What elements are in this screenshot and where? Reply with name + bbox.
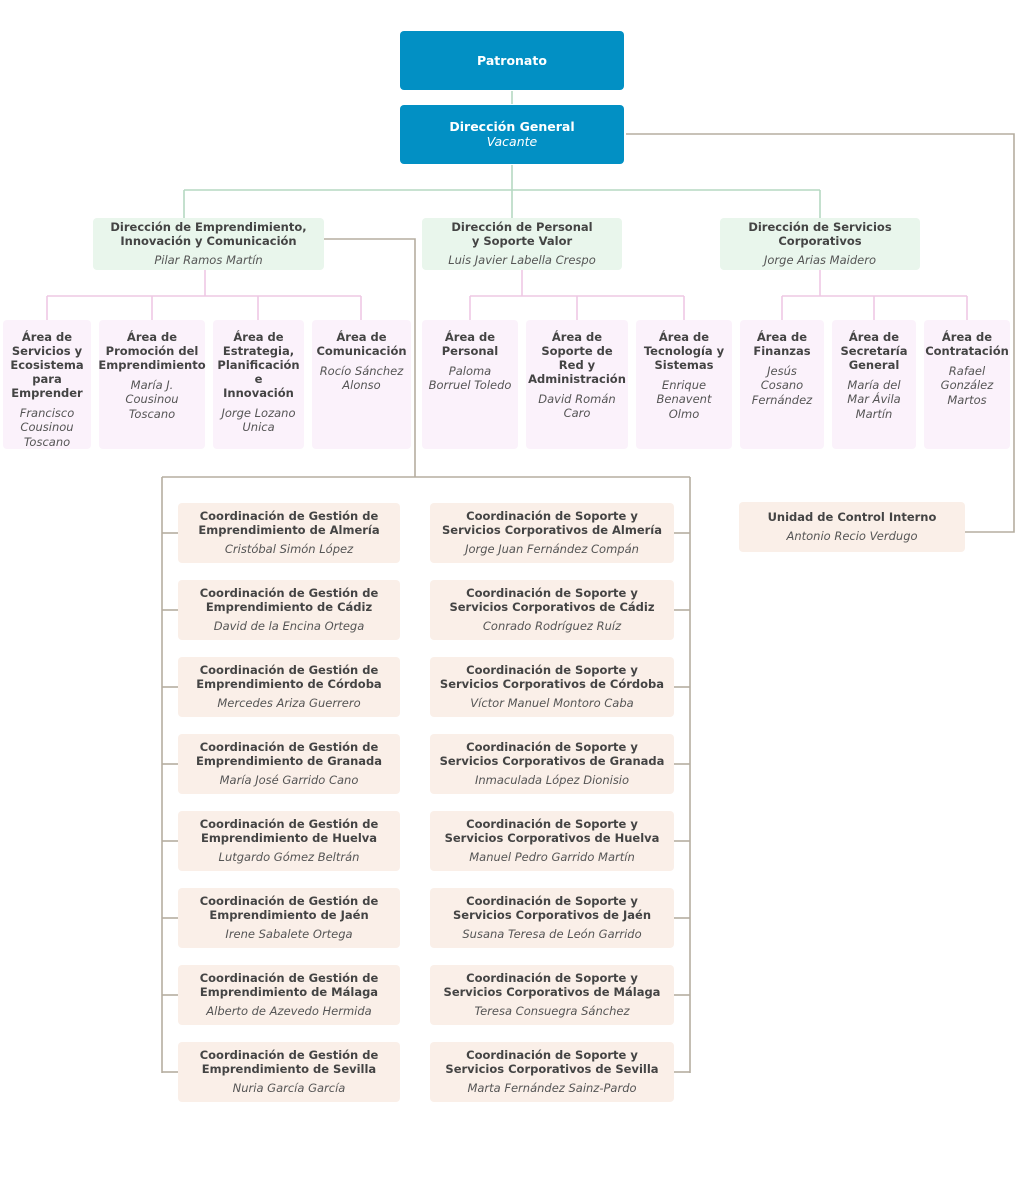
node-person: María J. Cousinou Toscano bbox=[125, 378, 179, 421]
node-person: Jorge Lozano Unica bbox=[221, 406, 296, 435]
node-coordinacion-gestion-huelva[interactable]: Coordinación de Gestión de Emprendimient… bbox=[178, 811, 400, 871]
node-area-soporte-red[interactable]: Área de Soporte de Red y Administración … bbox=[526, 320, 628, 449]
node-title: Coordinación de Soporte y Servicios Corp… bbox=[439, 740, 665, 769]
node-coordinacion-soporte-cordoba[interactable]: Coordinación de Soporte y Servicios Corp… bbox=[430, 657, 674, 717]
node-area-personal[interactable]: Área de Personal Paloma Borruel Toledo bbox=[422, 320, 518, 449]
node-person: David Román Caro bbox=[538, 392, 616, 421]
node-person: María del Mar Ávila Martín bbox=[847, 378, 901, 421]
node-person: Susana Teresa de León Garrido bbox=[462, 927, 642, 942]
node-person: David de la Encina Ortega bbox=[213, 619, 365, 634]
node-title-line1: Dirección de Personal bbox=[451, 220, 593, 235]
node-title: Patronato bbox=[477, 52, 547, 68]
node-title: Área de Finanzas bbox=[753, 330, 811, 359]
node-coordinacion-gestion-cordoba[interactable]: Coordinación de Gestión de Emprendimient… bbox=[178, 657, 400, 717]
node-area-contratacion[interactable]: Área de Contratación Rafael González Mar… bbox=[924, 320, 1010, 449]
node-title: Área de Estrategia, Planificación e Inno… bbox=[217, 330, 300, 401]
node-person: Cristóbal Simón López bbox=[224, 542, 354, 557]
node-coordinacion-soporte-jaen[interactable]: Coordinación de Soporte y Servicios Corp… bbox=[430, 888, 674, 948]
node-coordinacion-gestion-malaga[interactable]: Coordinación de Gestión de Emprendimient… bbox=[178, 965, 400, 1025]
node-person: Luis Javier Labella Crespo bbox=[448, 253, 596, 268]
node-title-line1: Dirección de Servicios bbox=[748, 220, 892, 235]
node-person: Inmaculada López Dionisio bbox=[474, 773, 630, 788]
node-coordinacion-soporte-granada[interactable]: Coordinación de Soporte y Servicios Corp… bbox=[430, 734, 674, 794]
node-person: María José Garrido Cano bbox=[219, 773, 359, 788]
node-direccion-emprendimiento[interactable]: Dirección de Emprendimiento, Innovación … bbox=[93, 218, 324, 270]
node-title: Coordinación de Gestión de Emprendimient… bbox=[199, 894, 379, 923]
node-patronato[interactable]: Patronato bbox=[400, 31, 624, 90]
node-title: Coordinación de Gestión de Emprendimient… bbox=[199, 971, 379, 1000]
node-title: Coordinación de Soporte y Servicios Corp… bbox=[449, 586, 655, 615]
node-title-line1: Dirección de Emprendimiento, bbox=[110, 220, 307, 235]
node-coordinacion-gestion-jaen[interactable]: Coordinación de Gestión de Emprendimient… bbox=[178, 888, 400, 948]
node-coordinacion-soporte-malaga[interactable]: Coordinación de Soporte y Servicios Corp… bbox=[430, 965, 674, 1025]
node-person: Rocío Sánchez Alonso bbox=[319, 364, 404, 393]
node-title: Área de Tecnología y Sistemas bbox=[643, 330, 725, 373]
node-person: Manuel Pedro Garrido Martín bbox=[469, 850, 635, 865]
node-title: Coordinación de Soporte y Servicios Corp… bbox=[452, 894, 652, 923]
node-title: Área de Promoción del Emprendimiento bbox=[98, 330, 206, 373]
node-title: Área de Personal bbox=[441, 330, 499, 359]
node-coordinacion-soporte-almeria[interactable]: Coordinación de Soporte y Servicios Corp… bbox=[430, 503, 674, 563]
node-title: Coordinación de Gestión de Emprendimient… bbox=[196, 663, 382, 692]
node-area-tecnologia-sistemas[interactable]: Área de Tecnología y Sistemas Enrique Be… bbox=[636, 320, 732, 449]
node-person: Jesús Cosano Fernández bbox=[751, 364, 813, 407]
node-coordinacion-gestion-cadiz[interactable]: Coordinación de Gestión de Emprendimient… bbox=[178, 580, 400, 640]
node-person: Conrado Rodríguez Ruíz bbox=[482, 619, 622, 634]
node-title: Dirección General bbox=[449, 119, 575, 135]
node-area-estrategia-planificacion[interactable]: Área de Estrategia, Planificación e Inno… bbox=[213, 320, 304, 449]
node-person: Enrique Benavent Olmo bbox=[656, 378, 712, 421]
node-area-secretaria-general[interactable]: Área de Secretaría General María del Mar… bbox=[832, 320, 916, 449]
node-coordinacion-soporte-cadiz[interactable]: Coordinación de Soporte y Servicios Corp… bbox=[430, 580, 674, 640]
node-title: Área de Servicios y Ecosistema para Empr… bbox=[10, 330, 84, 401]
node-title: Coordinación de Gestión de Emprendimient… bbox=[199, 586, 379, 615]
node-person: Vacante bbox=[486, 134, 538, 150]
node-title: Coordinación de Gestión de Emprendimient… bbox=[199, 817, 379, 846]
node-direccion-personal[interactable]: Dirección de Personal y Soporte Valor Lu… bbox=[422, 218, 622, 270]
node-title: Coordinación de Soporte y Servicios Corp… bbox=[444, 817, 660, 846]
node-person: Víctor Manuel Montoro Caba bbox=[470, 696, 634, 711]
node-title: Área de Comunicación bbox=[316, 330, 407, 359]
node-person: Antonio Recio Verdugo bbox=[786, 529, 918, 544]
node-person: Jorge Juan Fernández Compán bbox=[465, 542, 639, 557]
node-title: Coordinación de Soporte y Servicios Corp… bbox=[439, 663, 665, 692]
node-title-line2: Innovación y Comunicación bbox=[120, 234, 297, 249]
node-person: Marta Fernández Sainz-Pardo bbox=[467, 1081, 637, 1096]
node-coordinacion-gestion-sevilla[interactable]: Coordinación de Gestión de Emprendimient… bbox=[178, 1042, 400, 1102]
node-person: Nuria García García bbox=[232, 1081, 346, 1096]
node-person: Teresa Consuegra Sánchez bbox=[474, 1004, 630, 1019]
node-direccion-general[interactable]: Dirección General Vacante bbox=[400, 105, 624, 164]
node-coordinacion-soporte-huelva[interactable]: Coordinación de Soporte y Servicios Corp… bbox=[430, 811, 674, 871]
node-direccion-servicios-corporativos[interactable]: Dirección de Servicios Corporativos Jorg… bbox=[720, 218, 920, 270]
node-person: Rafael González Martos bbox=[940, 364, 994, 407]
node-area-promocion-emprendimiento[interactable]: Área de Promoción del Emprendimiento Mar… bbox=[98, 320, 206, 449]
node-title: Coordinación de Gestión de Emprendimient… bbox=[198, 509, 380, 538]
node-unidad-control-interno[interactable]: Unidad de Control Interno Antonio Recio … bbox=[739, 502, 965, 552]
node-title: Coordinación de Soporte y Servicios Corp… bbox=[443, 971, 661, 1000]
node-title-line2: y Soporte Valor bbox=[471, 234, 573, 249]
node-area-servicios-ecosistema[interactable]: Área de Servicios y Ecosistema para Empr… bbox=[3, 320, 91, 449]
node-title: Coordinación de Soporte y Servicios Corp… bbox=[442, 509, 662, 538]
node-title: Coordinación de Soporte y Servicios Corp… bbox=[445, 1048, 659, 1077]
node-coordinacion-gestion-almeria[interactable]: Coordinación de Gestión de Emprendimient… bbox=[178, 503, 400, 563]
node-person: Paloma Borruel Toledo bbox=[428, 364, 512, 393]
node-area-finanzas[interactable]: Área de Finanzas Jesús Cosano Fernández bbox=[740, 320, 824, 449]
node-person: Irene Sabalete Ortega bbox=[225, 927, 353, 942]
node-coordinacion-gestion-granada[interactable]: Coordinación de Gestión de Emprendimient… bbox=[178, 734, 400, 794]
node-person: Lutgardo Gómez Beltrán bbox=[218, 850, 360, 865]
node-title: Área de Soporte de Red y Administración bbox=[528, 330, 626, 387]
node-title: Unidad de Control Interno bbox=[767, 510, 937, 525]
node-person: Alberto de Azevedo Hermida bbox=[206, 1004, 372, 1019]
node-area-comunicacion[interactable]: Área de Comunicación Rocío Sánchez Alons… bbox=[312, 320, 411, 449]
node-title: Área de Secretaría General bbox=[840, 330, 908, 373]
node-person: Jorge Arias Maidero bbox=[764, 253, 876, 268]
node-person: Pilar Ramos Martín bbox=[154, 253, 263, 268]
node-title: Coordinación de Gestión de Emprendimient… bbox=[199, 1048, 379, 1077]
node-person: Francisco Cousinou Toscano bbox=[19, 406, 75, 449]
node-title-line2: Corporativos bbox=[778, 234, 862, 249]
node-coordinacion-soporte-sevilla[interactable]: Coordinación de Soporte y Servicios Corp… bbox=[430, 1042, 674, 1102]
node-person: Mercedes Ariza Guerrero bbox=[217, 696, 361, 711]
node-title: Coordinación de Gestión de Emprendimient… bbox=[195, 740, 383, 769]
node-title: Área de Contratación bbox=[925, 330, 1009, 359]
